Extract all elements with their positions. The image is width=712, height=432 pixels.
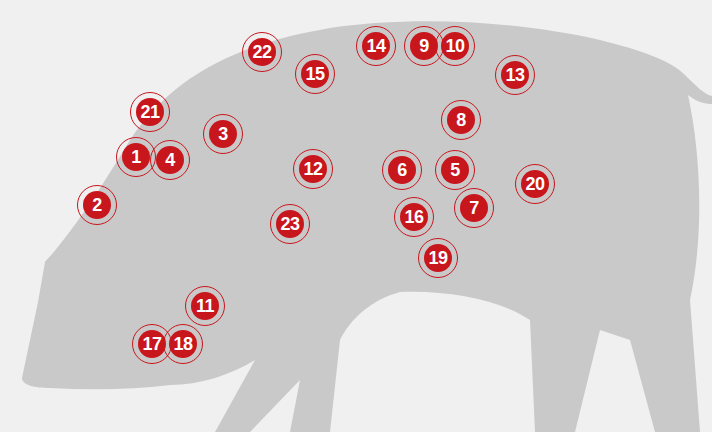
callout-number: 18 bbox=[173, 335, 192, 353]
callout-number: 17 bbox=[142, 335, 161, 353]
callout-number: 4 bbox=[165, 151, 175, 169]
callout-circle: 9 bbox=[410, 32, 438, 60]
callout-circle: 21 bbox=[136, 98, 164, 126]
callout-number: 11 bbox=[196, 297, 214, 315]
callout-circle: 13 bbox=[501, 61, 529, 89]
callout-number: 7 bbox=[469, 199, 479, 217]
callout-number: 21 bbox=[140, 103, 159, 121]
callout-circle: 19 bbox=[424, 244, 452, 272]
callout-number: 16 bbox=[404, 208, 423, 226]
callout-number: 5 bbox=[450, 161, 460, 179]
callout-circle: 6 bbox=[388, 156, 416, 184]
callout-circle: 12 bbox=[299, 155, 327, 183]
callout-circle: 10 bbox=[441, 32, 469, 60]
callout-number: 15 bbox=[305, 65, 324, 83]
callout-circle: 2 bbox=[83, 191, 111, 219]
callout-circle: 8 bbox=[447, 106, 475, 134]
callout-circle: 3 bbox=[209, 120, 237, 148]
callout-circle: 4 bbox=[156, 146, 184, 174]
callout-circle: 11 bbox=[191, 292, 219, 320]
callout-number: 20 bbox=[525, 175, 544, 193]
callout-circle: 20 bbox=[521, 170, 549, 198]
callout-circle: 17 bbox=[138, 330, 166, 358]
callout-number: 19 bbox=[428, 249, 447, 267]
callout-circle: 16 bbox=[400, 203, 428, 231]
callout-circle: 22 bbox=[248, 38, 276, 66]
callout-circle: 18 bbox=[169, 330, 197, 358]
callout-circle: 5 bbox=[441, 156, 469, 184]
callout-number: 8 bbox=[456, 111, 466, 129]
pig-ear bbox=[45, 245, 90, 270]
callout-circle: 7 bbox=[460, 194, 488, 222]
callout-number: 14 bbox=[366, 37, 385, 55]
callout-number: 6 bbox=[397, 161, 407, 179]
pig-body bbox=[22, 21, 712, 432]
callout-circle: 14 bbox=[362, 32, 390, 60]
callout-number: 2 bbox=[92, 196, 102, 214]
callout-number: 12 bbox=[303, 160, 322, 178]
callout-circle: 23 bbox=[276, 210, 304, 238]
callout-number: 13 bbox=[505, 66, 524, 84]
callout-number: 3 bbox=[218, 125, 228, 143]
callout-circle: 15 bbox=[301, 60, 329, 88]
callout-number: 10 bbox=[445, 37, 464, 55]
callout-number: 23 bbox=[280, 215, 299, 233]
callout-number: 9 bbox=[419, 37, 429, 55]
callout-number: 22 bbox=[252, 43, 271, 61]
callout-number: 1 bbox=[131, 148, 141, 166]
callout-circle: 1 bbox=[122, 143, 150, 171]
